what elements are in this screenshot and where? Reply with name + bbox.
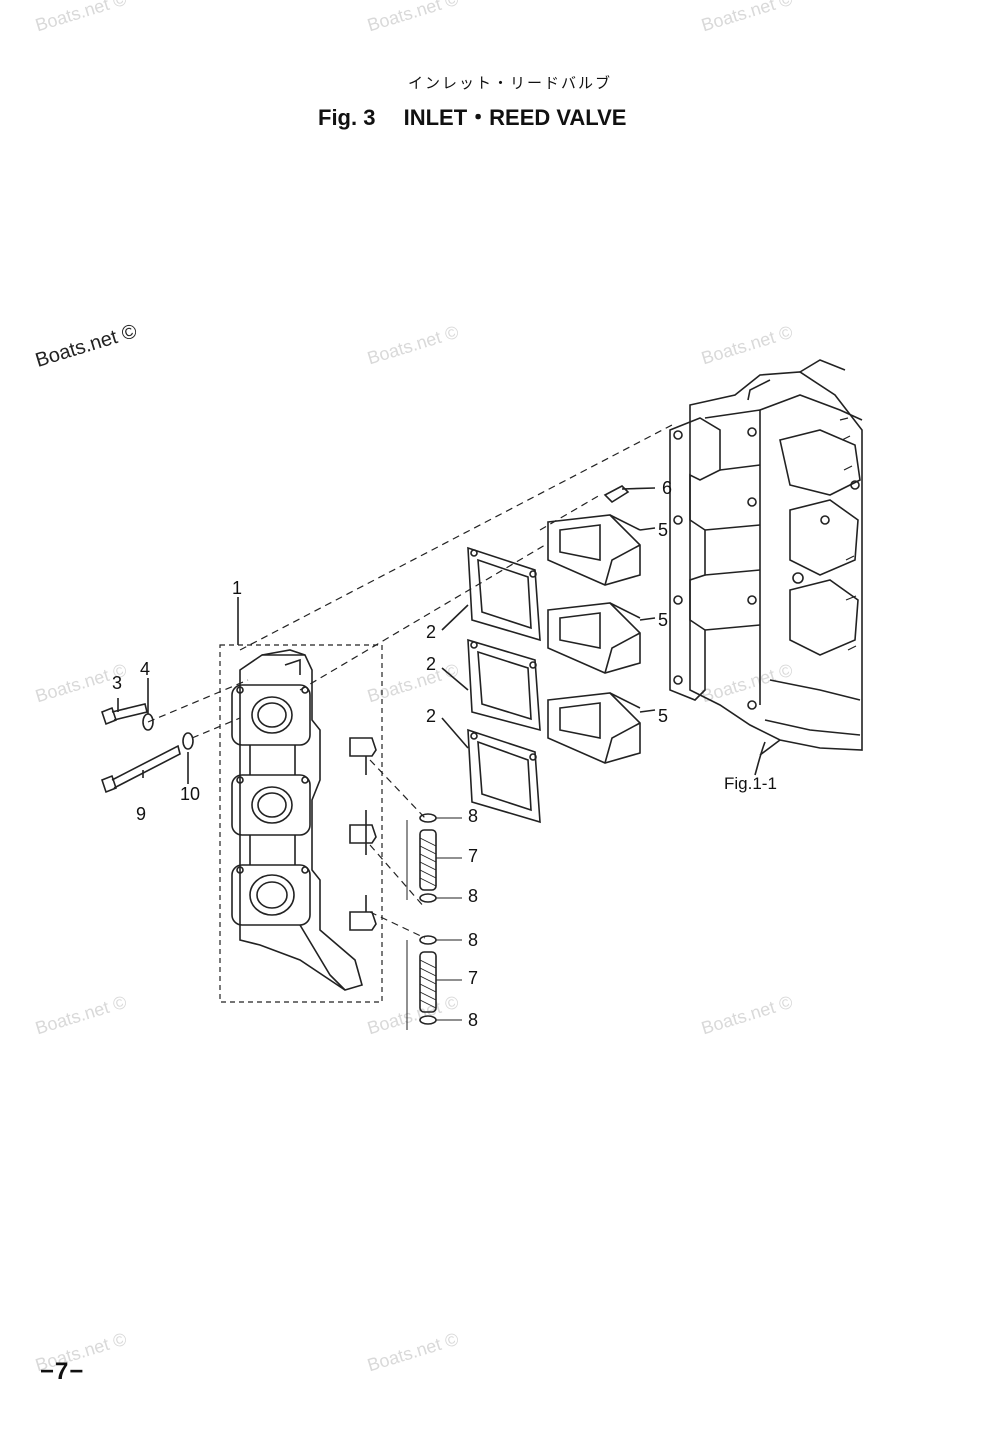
- reed-valves: [547, 514, 641, 764]
- callout-8: 8: [468, 806, 479, 826]
- callout-7: 7: [468, 968, 479, 988]
- page-number: −7−: [40, 1358, 85, 1385]
- figure-reference: Fig.1-1: [724, 774, 777, 793]
- callout-8: 8: [468, 1010, 479, 1030]
- manifold-bolts: [101, 678, 194, 794]
- assembly-frame: [219, 644, 383, 1003]
- callout-5: 5: [658, 520, 669, 540]
- callout-leader-2: [441, 604, 469, 749]
- crankcase-outline: [669, 359, 863, 756]
- callout-leader-5: [639, 527, 656, 713]
- alignment-lines: [147, 424, 673, 939]
- inlet-manifold: [231, 649, 363, 991]
- callout-3: 3: [112, 673, 123, 693]
- callout-7: 7: [468, 846, 479, 866]
- callout-8: 8: [468, 886, 479, 906]
- figure-title-text: INLET・REED VALVE: [403, 105, 627, 130]
- figref-leader: [754, 741, 766, 776]
- reed-screw: [603, 485, 656, 504]
- callout-2: 2: [426, 654, 437, 674]
- japanese-title: インレット・リードバルブ: [407, 74, 612, 92]
- callout-5: 5: [658, 610, 669, 630]
- callout-5: 5: [658, 706, 669, 726]
- callout-9: 9: [136, 804, 147, 824]
- gaskets: [467, 546, 541, 824]
- figure-number: Fig. 3: [318, 105, 376, 130]
- hose-fittings: [349, 737, 377, 931]
- callout-8: 8: [468, 930, 479, 950]
- callout-10: 10: [180, 784, 201, 804]
- callout-2: 2: [426, 706, 437, 726]
- callout-6: 6: [662, 478, 673, 498]
- figure-title: Fig. 3 INLET・REED VALVE: [318, 100, 626, 132]
- callout-4: 4: [140, 659, 151, 679]
- callout-2: 2: [426, 622, 437, 642]
- hoses-and-clamps: [406, 813, 462, 1030]
- callout-1: 1: [232, 578, 243, 598]
